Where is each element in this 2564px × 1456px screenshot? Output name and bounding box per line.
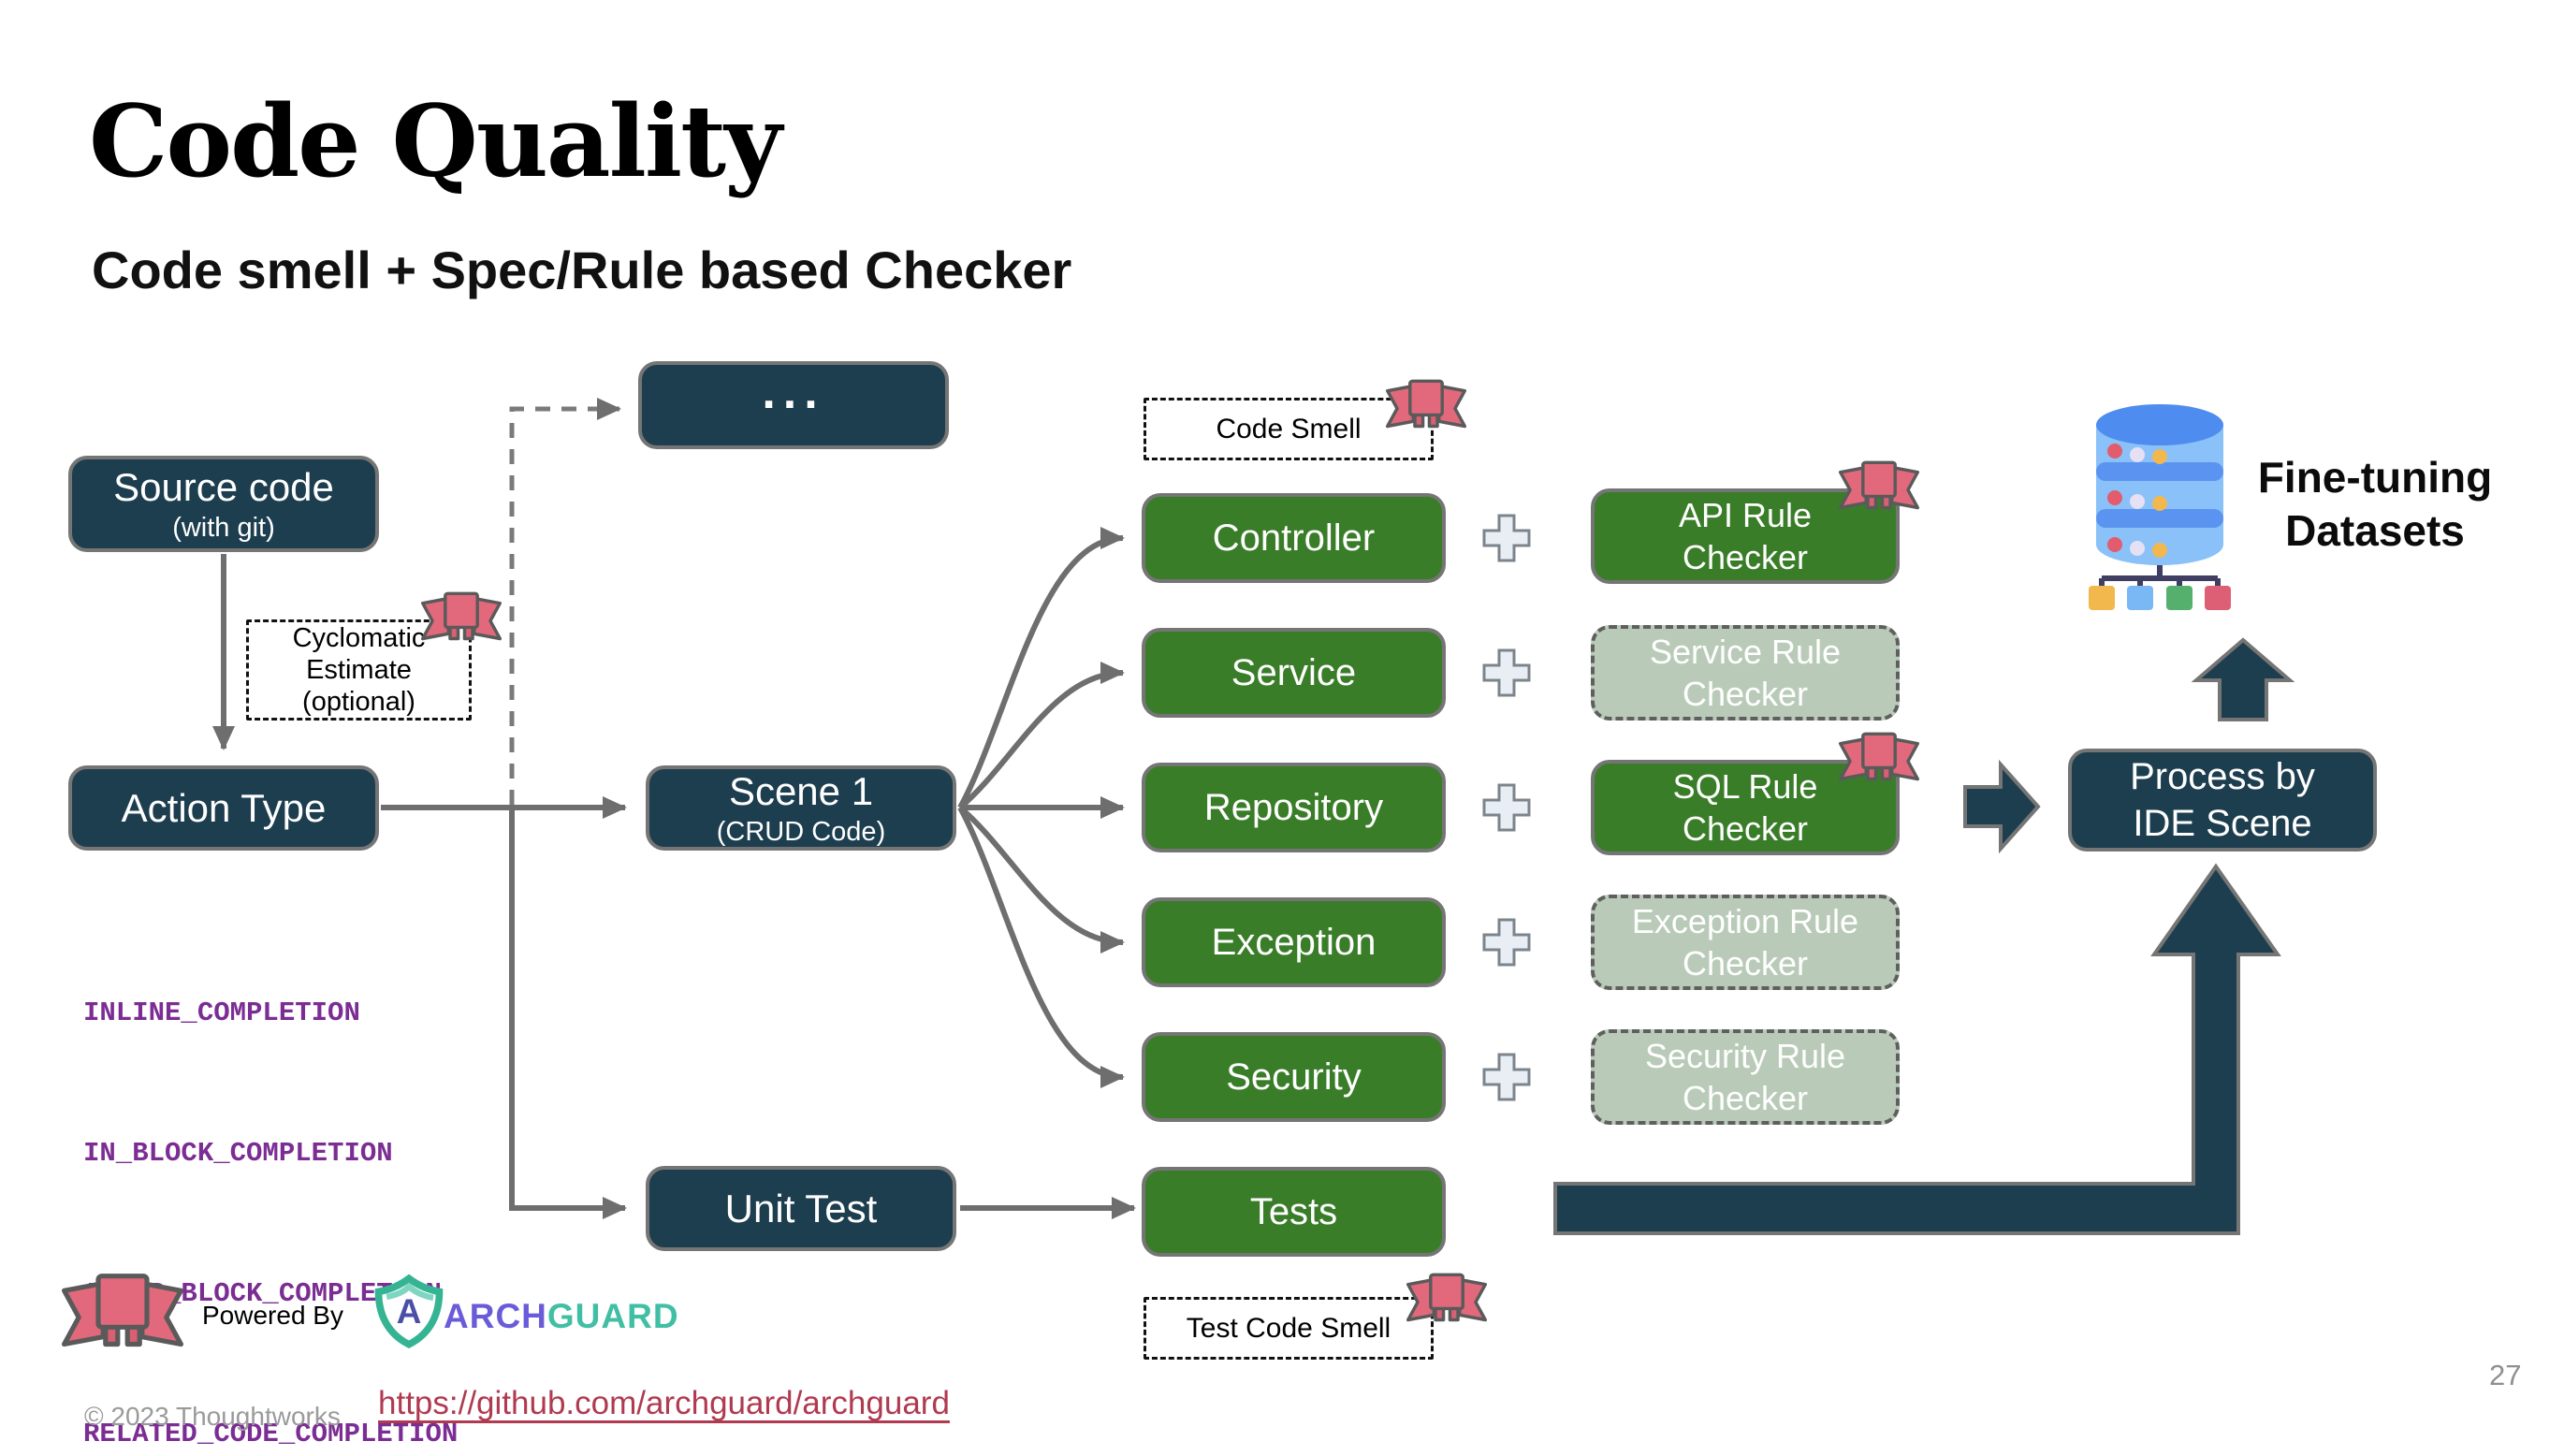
layer-repository: Repository: [1142, 763, 1446, 852]
scene1-sublabel: (CRUD Code): [716, 816, 886, 847]
brand-arch: ARCH: [444, 1297, 547, 1335]
action-type-item: RELATED_CODE_COMPLETION: [83, 1419, 459, 1449]
checker-line: Checker: [1682, 944, 1809, 983]
arrow-scene1-to-service: [958, 662, 1125, 810]
page-title: Code Quality: [89, 82, 782, 199]
checker-line: Service Rule: [1649, 633, 1842, 671]
arrow-scene1-to-controller: [957, 527, 1125, 809]
copyright-label: © 2023 Thoughtworks: [84, 1402, 341, 1431]
layer-label: Tests: [1249, 1190, 1338, 1232]
code-smell-label: Code Smell: [1216, 413, 1362, 444]
checker-line: Security Rule: [1644, 1037, 1846, 1075]
source-code-label: Source code: [113, 464, 334, 509]
cyclomatic-line2: Estimate: [306, 655, 412, 685]
layer-label: Repository: [1203, 786, 1384, 828]
github-link[interactable]: https://github.com/archguard/archguard: [378, 1385, 950, 1421]
page-number: 27: [2489, 1359, 2522, 1391]
node-ellipsis: ...: [638, 361, 949, 449]
arrow-dashed-to-ellipsis: [509, 398, 621, 805]
process-line: Process by: [2130, 756, 2315, 797]
note-code-smell: Code Smell: [1144, 398, 1434, 460]
action-type-list: INLINE_COMPLETION IN_BLOCK_COMPLETION AF…: [83, 896, 458, 1456]
action-type-item: INLINE_COMPLETION: [83, 997, 360, 1028]
checker-line: Checker: [1682, 809, 1809, 848]
arrow-scene1-to-exception: [958, 805, 1125, 954]
arrow-action-to-unittest: [509, 808, 627, 1219]
ribbon-icon: [62, 1274, 183, 1347]
checker-line: Checker: [1682, 538, 1809, 576]
node-scene1: Scene 1 (CRUD Code): [646, 765, 956, 851]
arrow-scene1-to-security: [957, 806, 1125, 1088]
ellipsis-label: ...: [762, 365, 825, 419]
ribbon-icon: [1839, 732, 1919, 781]
plus-icon: [1482, 514, 1531, 562]
layer-security: Security: [1142, 1032, 1446, 1122]
checker-line: Checker: [1682, 1079, 1809, 1117]
layer-exception: Exception: [1142, 897, 1446, 987]
layer-tests: Tests: [1142, 1167, 1446, 1257]
action-type-item: IN_BLOCK_COMPLETION: [83, 1138, 393, 1169]
powered-by-label: Powered By: [202, 1301, 343, 1330]
checker-security-rule: Security Rule Checker: [1591, 1029, 1900, 1125]
test-code-smell-label: Test Code Smell: [1186, 1312, 1391, 1344]
checker-line: Checker: [1682, 675, 1809, 713]
plus-icon: [1482, 783, 1531, 832]
plus-icon: [1482, 918, 1531, 967]
page-subtitle: Code smell + Spec/Rule based Checker: [92, 240, 1072, 299]
ribbon-icon: [421, 591, 502, 641]
ribbon-icon: [1386, 379, 1466, 429]
brand-guard: GUARD: [546, 1297, 679, 1335]
big-elbow-arrow-up: [1553, 863, 2281, 1235]
layer-controller: Controller: [1142, 493, 1446, 583]
layer-label: Controller: [1212, 517, 1376, 559]
ribbon-icon: [1406, 1273, 1487, 1322]
plus-icon: [1482, 1053, 1531, 1101]
node-unit-test: Unit Test: [646, 1166, 956, 1251]
fine-tuning-line1: Fine-tuning: [2257, 453, 2493, 502]
node-process-ide: Process by IDE Scene: [2068, 749, 2377, 852]
note-cyclomatic: Cyclomatic Estimate (optional): [246, 619, 472, 721]
checker-line: Exception Rule: [1631, 902, 1859, 940]
node-source-code: Source code (with git): [68, 456, 379, 552]
unit-test-label: Unit Test: [724, 1186, 878, 1230]
process-line: IDE Scene: [2133, 803, 2312, 844]
checker-service-rule: Service Rule Checker: [1591, 625, 1900, 721]
source-code-sublabel: (with git): [172, 512, 275, 543]
plus-icon: [1482, 648, 1531, 697]
big-arrow-right: [1963, 759, 2041, 854]
cyclomatic-line3: (optional): [302, 687, 415, 717]
layer-service: Service: [1142, 628, 1446, 718]
fine-tuning-line2: Datasets: [2285, 506, 2465, 555]
fine-tuning-label: Fine-tuning Datasets: [2252, 451, 2498, 558]
svg-text:A: A: [397, 1292, 422, 1331]
layer-label: Security: [1226, 1056, 1362, 1098]
cyclomatic-line1: Cyclomatic: [292, 623, 426, 653]
node-action-type: Action Type: [68, 765, 379, 851]
archguard-logo-icon: A: [374, 1274, 444, 1348]
database-icon: [2089, 404, 2231, 610]
checker-line: SQL Rule: [1672, 767, 1818, 806]
layer-label: Service: [1231, 651, 1357, 693]
small-arrow-up: [2191, 637, 2295, 721]
checker-line: API Rule: [1678, 496, 1813, 534]
note-test-code-smell: Test Code Smell: [1144, 1297, 1434, 1360]
action-type-label: Action Type: [121, 785, 327, 830]
ribbon-icon: [1839, 460, 1919, 510]
layer-label: Exception: [1211, 921, 1377, 963]
archguard-wordmark: ARCHGUARD: [444, 1297, 679, 1336]
scene1-label: Scene 1: [728, 768, 874, 813]
checker-exception-rule: Exception Rule Checker: [1591, 895, 1900, 990]
